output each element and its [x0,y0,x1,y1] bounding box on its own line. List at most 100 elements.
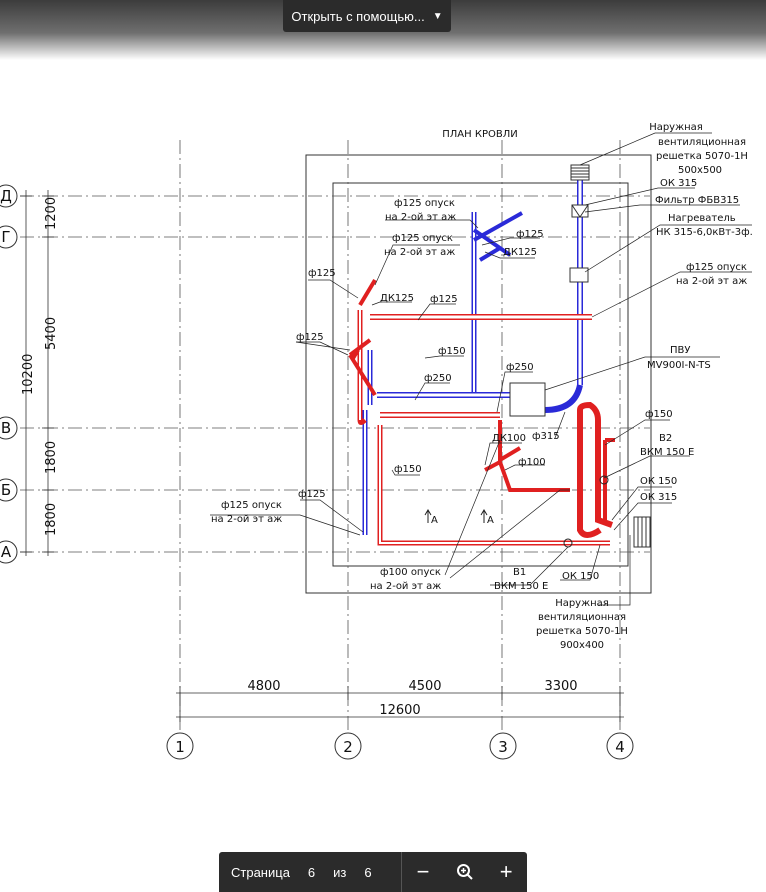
label-d100: ф100 [518,457,546,468]
dim-4500: 4500 [408,679,441,694]
page-indicator: Страница 6 из 6 [219,865,401,880]
label-d125-down-r-2: на 2-ой эт аж [676,276,747,287]
label-v1-2: ВКМ 150 Е [494,581,548,592]
label-d125-bl: ф125 [298,489,326,500]
label-dk125-top: ДК125 [503,247,537,258]
valve-v2 [599,475,609,485]
minus-icon: − [416,859,430,884]
axis-bubble-a [0,540,18,564]
label-d100-down-1: ф100 опуск [380,567,441,578]
page-word: Страница [231,864,290,880]
label-ok150-r: ОК 150 [640,476,677,487]
label-grille-bot-1: Наружная [555,598,609,609]
axis-bubble-b [0,478,18,502]
label-arrow-a2: А [487,515,494,526]
dim-3300: 3300 [544,679,577,694]
label-d250-b: ф250 [506,362,534,373]
label-d125-l2: ф125 [430,294,458,305]
open-with-button[interactable]: Открыть с помощью... ▼ [283,0,451,32]
dim-1800-a: 1800 [44,441,59,474]
label-d100-down-2: на 2-ой эт аж [370,581,441,592]
label-d125-down-l-1: ф125 опуск [221,500,282,511]
zoom-reset-button[interactable] [444,852,486,892]
label-pvu-2: MV900I-N-TS [647,360,711,371]
axis-label-b: Б [1,481,11,499]
axis-bubble-4 [606,732,634,760]
filter-box [571,204,589,218]
axis-bubble-3 [489,732,517,760]
axis-label-3: 3 [498,738,508,756]
page-of-word: из [333,864,347,880]
axis-label-v: В [1,419,11,437]
dim-4800: 4800 [247,679,280,694]
label-dk100: ДК100 [492,433,526,444]
open-with-label: Открыть с помощью... [291,8,425,24]
label-filter: Фильтр ФБВ315 [655,195,739,206]
pager-divider [401,852,403,892]
label-ok315-r: ОК 315 [640,492,677,503]
label-d125-l1: ф125 [308,268,336,279]
dropdown-caret-icon: ▼ [432,10,443,22]
axis-label-d: Д [0,187,12,205]
supply-ducts [348,278,615,546]
page-navigation-bar: Страница 6 из 6 − + [219,852,527,892]
label-grille-bot-3: решетка 5070-1Н [536,626,628,637]
label-d125-down-m-1: ф125 опуск [392,233,453,244]
page-current: 6 [307,864,316,880]
label-v2-1: В2 [659,433,672,444]
axis-label-4: 4 [615,738,625,756]
label-dk125-l: ДК125 [380,293,414,304]
label-d125-down-l-2: на 2-ой эт аж [211,514,282,525]
label-v2-2: ВКМ 150 Е [640,447,694,458]
label-d125-top-r: ф125 [516,229,544,240]
axis-bubble-1 [166,732,194,760]
label-d125-top-2: на 2-ой эт аж [385,212,456,223]
dim-5400: 5400 [44,317,59,350]
dim-1800-b: 1800 [44,503,59,536]
plus-icon: + [499,859,513,884]
label-d150-top: ф150 [438,346,466,357]
label-pvu-1: ПВУ [670,345,690,356]
label-grille-top-4: 500х500 [678,165,722,176]
axis-bubble-d [0,184,18,208]
inner-wall-outline [332,182,629,567]
label-d125-down-m-2: на 2-ой эт аж [384,247,455,258]
dim-10200: 10200 [21,354,36,395]
label-v1-1: В1 [513,567,526,578]
axis-label-1: 1 [175,738,185,756]
outer-wall-outline [305,154,652,594]
axis-label-a: А [1,543,12,561]
page-total: 6 [364,864,372,880]
label-grille-top-3: решетка 5070-1Н [656,151,748,162]
label-d250-a: ф250 [424,373,452,384]
plan-title: ПЛАН КРОВЛИ [442,129,517,140]
axis-bubble-g [0,225,18,249]
label-arrow-a1: А [431,515,438,526]
label-grille-top-1: Наружная [649,122,703,133]
dim-1200: 1200 [44,197,59,230]
label-d150-right: ф150 [645,409,673,420]
dim-12600: 12600 [379,703,420,718]
axis-label-2: 2 [343,738,353,756]
label-grille-bot-4: 900х400 [560,640,604,651]
label-heater-2: НК 315-6,0кВт-3ф. [656,227,753,238]
label-ok150-bot: ОК 150 [562,571,599,582]
axis-bubble-v [0,416,18,440]
axis-label-g: Г [1,228,10,246]
label-d125-l3: ф125 [296,332,324,343]
axis-bubble-2 [334,732,362,760]
zoom-in-button[interactable]: + [485,852,527,892]
zoom-out-button[interactable]: − [402,852,444,892]
label-grille-bot-2: вентиляционная [538,612,626,623]
label-grille-top-2: вентиляционная [658,137,746,148]
label-d125-down-r-1: ф125 опуск [686,262,747,273]
label-d315: ф315 [532,431,560,442]
pvu-unit [509,382,546,417]
label-heater-1: Нагреватель [668,213,736,224]
label-ok315-top: ОК 315 [660,178,697,189]
magnifier-icon [456,864,473,880]
label-d125-top-1: ф125 опуск [394,198,455,209]
grille-top [570,164,590,181]
roof-plan-drawing: Д Г В Б А 1 2 3 4 1200 5400 10200 1800 1… [0,122,753,760]
label-d150-mid: ф150 [394,464,422,475]
